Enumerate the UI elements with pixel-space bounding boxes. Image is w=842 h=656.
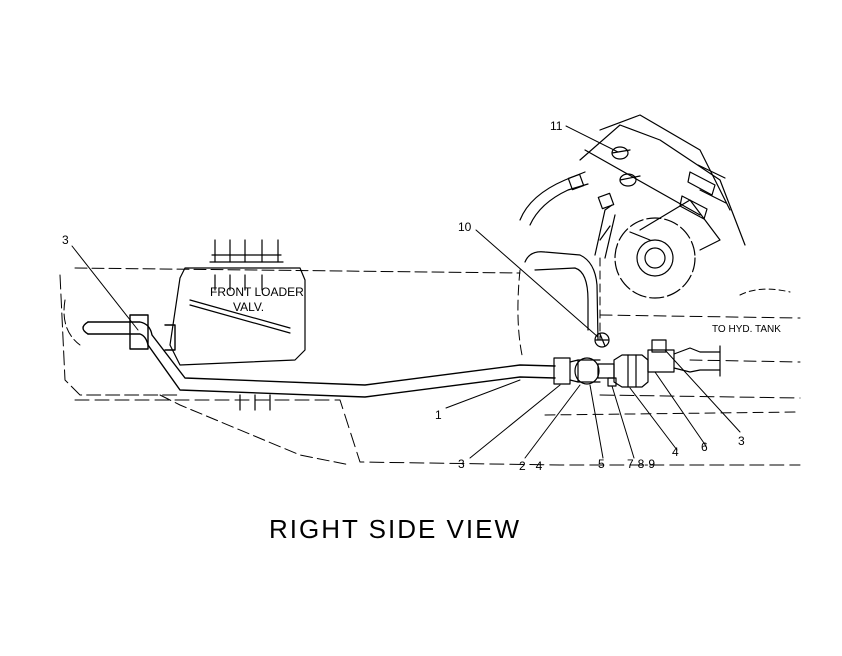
chassis-outline <box>59 257 801 466</box>
callout-5: 5 <box>598 457 605 471</box>
callout-1: 1 <box>435 408 442 422</box>
callout-3-right: 3 <box>738 434 745 448</box>
fitting-chain <box>553 332 721 388</box>
callout-leaders <box>71 125 741 459</box>
callout-11: 11 <box>550 119 563 133</box>
clamp-11 <box>611 146 641 187</box>
hydraulic-line-1 <box>82 314 556 398</box>
callout-3-bottom: 3 <box>458 457 465 471</box>
callout-7-8-9: 7-8-9 <box>627 457 655 471</box>
valve-label-line1: FRONT LOADER <box>210 285 304 299</box>
callout-2-4: 2 4 <box>519 459 543 473</box>
callout-3-left: 3 <box>62 233 69 247</box>
tank-label: TO HYD. TANK <box>712 324 781 335</box>
valve-label-line2: VALV. <box>233 300 264 314</box>
callout-10: 10 <box>458 220 472 234</box>
front-loader-valve <box>169 239 306 411</box>
callout-6: 6 <box>701 440 708 454</box>
callout-4: 4 <box>672 445 679 459</box>
spool-fittings <box>679 164 727 220</box>
pump-assembly <box>519 114 746 341</box>
view-title: RIGHT SIDE VIEW <box>269 514 521 544</box>
